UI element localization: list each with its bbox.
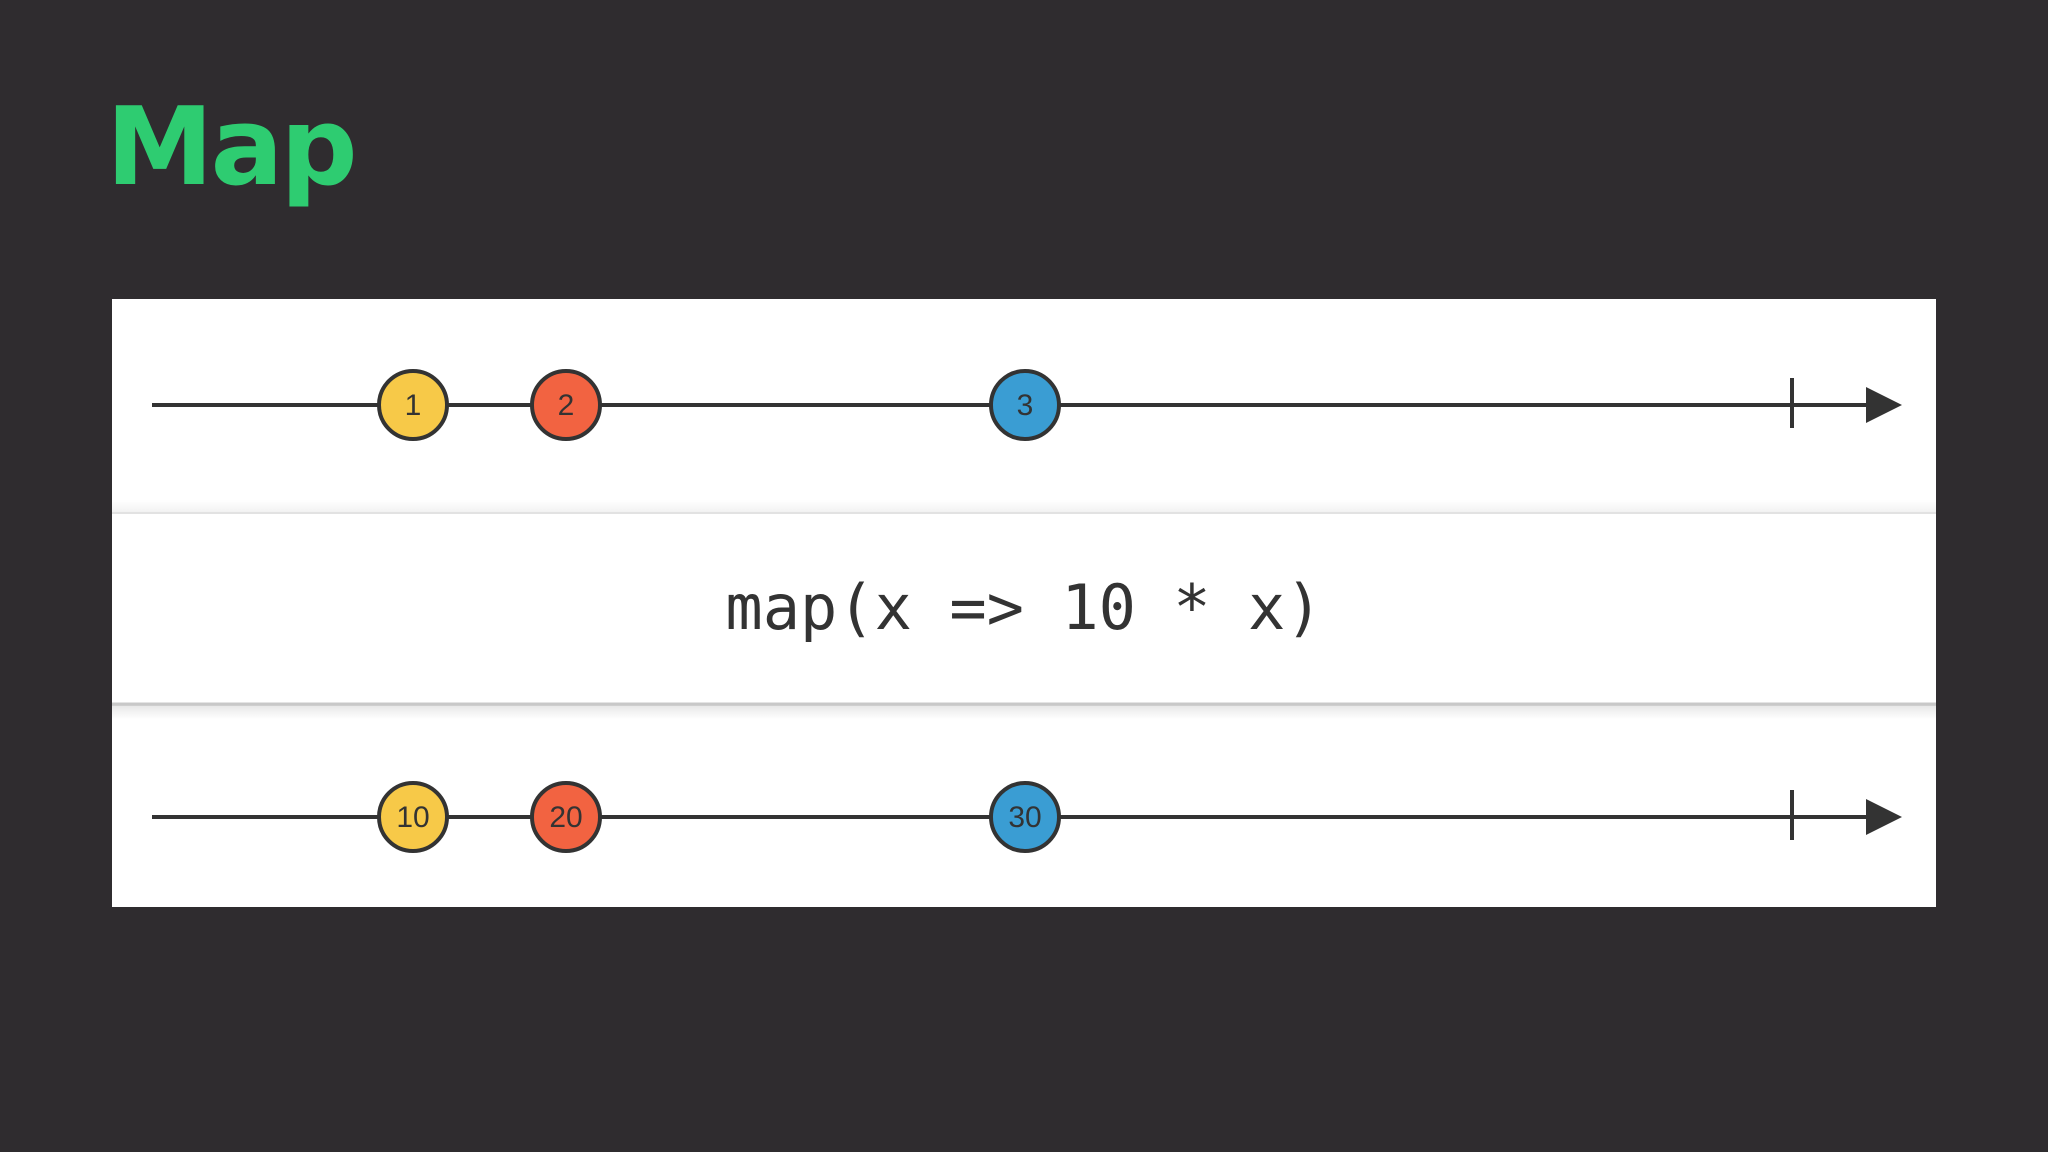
operator-shadow-top <box>112 500 1936 514</box>
operator-label: map(x => 10 * x) <box>725 571 1322 644</box>
output-marble-label: 10 <box>396 801 429 834</box>
output-marble-label: 20 <box>549 801 582 834</box>
output-timeline: 10 20 30 <box>152 781 1902 853</box>
output-marble-label: 30 <box>1008 801 1041 834</box>
output-marble-2: 20 <box>530 781 602 853</box>
output-marble-3: 30 <box>989 781 1061 853</box>
input-marble-circle <box>530 369 602 441</box>
output-marble-circle <box>989 781 1061 853</box>
input-marble-circle <box>989 369 1061 441</box>
input-marble-label: 3 <box>1017 389 1034 422</box>
output-marbles: 10 20 30 <box>377 781 1061 853</box>
input-marble-label: 2 <box>558 389 575 422</box>
operator-shadow-bottom <box>112 705 1936 719</box>
output-marble-circle <box>377 781 449 853</box>
input-marbles: 1 2 3 <box>377 369 1061 441</box>
input-marble-3: 3 <box>989 369 1061 441</box>
input-marble-label: 1 <box>405 389 422 422</box>
slide-title: Map <box>106 85 358 210</box>
input-marble-2: 2 <box>530 369 602 441</box>
output-marble-1: 10 <box>377 781 449 853</box>
output-arrow-head <box>1866 799 1902 835</box>
input-arrow-head <box>1866 387 1902 423</box>
output-marble-circle <box>530 781 602 853</box>
input-marble-1: 1 <box>377 369 449 441</box>
input-marble-circle <box>377 369 449 441</box>
input-timeline: 1 2 3 <box>152 369 1902 441</box>
